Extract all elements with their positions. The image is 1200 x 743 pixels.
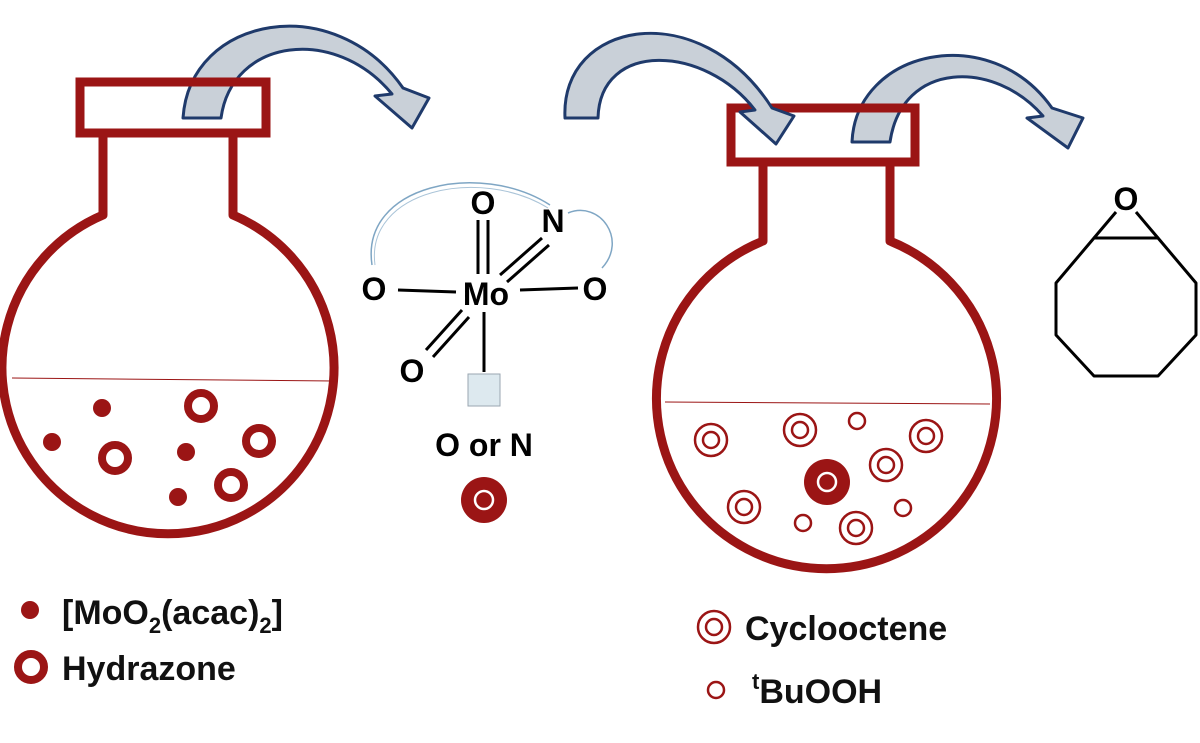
moo2-particle: [177, 443, 195, 461]
left-flask-liquid-line: [11, 377, 335, 382]
curved-arrow-to-epoxide: [850, 53, 1085, 150]
hydrazone-particle: [98, 441, 132, 475]
epoxide-oxygen: O: [1114, 181, 1139, 217]
tbuooh-particle: [793, 513, 813, 533]
left-flask: [0, 133, 339, 539]
bond-mo-o-left: [397, 288, 457, 294]
hydrazone-particle: [184, 389, 218, 423]
bond-mo-o-bottom-a: [424, 308, 464, 352]
hydrazone-particle: [242, 424, 276, 458]
bond-mo-o-bottom-b: [431, 315, 471, 359]
right-flask-liquid-line: [664, 401, 991, 405]
vacant-site-label: O or N: [435, 427, 533, 463]
catalyst-particle: [804, 459, 850, 505]
left-flask-stopper: [75, 77, 271, 138]
right-flask-stopper: [726, 103, 920, 167]
epoxide-bond-left: [1092, 211, 1118, 239]
cyclooctene-oxide: O: [1054, 181, 1198, 378]
cyclooctene-particle: [868, 447, 904, 483]
legend-cyclooctene-symbol: [696, 609, 732, 645]
legend-tbuooh-label: tBuOOH: [752, 669, 882, 711]
atom-o-left: O: [362, 271, 387, 307]
cyclooctene-particle: [782, 412, 818, 448]
tbuooh-particle: [847, 411, 867, 431]
right-flask: [652, 162, 1001, 574]
atom-mo: Mo: [463, 276, 509, 312]
legend-moo2-symbol: [21, 601, 39, 619]
bond-mo-n-b: [506, 243, 550, 284]
mo-complex: Mo O N O O O O or N: [362, 182, 613, 523]
atom-o-right: O: [583, 271, 608, 307]
curved-arrow-to-complex: [181, 24, 431, 130]
catalyst-symbol: [461, 477, 507, 523]
legend-tbuooh-symbol: [706, 680, 726, 700]
moo2-particle: [169, 488, 187, 506]
bond-mo-o-right: [519, 286, 579, 292]
bond-mo-n-a: [499, 236, 543, 277]
chelate-arc-right: [567, 209, 613, 269]
atom-o-top: O: [471, 185, 496, 221]
legend-cyclooctene-label: Cyclooctene: [745, 610, 947, 648]
cyclooctane-ring: [1054, 236, 1198, 378]
left-flask-body: [0, 133, 339, 539]
vacant-site-box: [467, 373, 501, 407]
tbuooh-particle: [893, 498, 913, 518]
legend-hydrazone-symbol: [14, 650, 48, 684]
legend-right: Cyclooctene tBuOOH: [696, 609, 947, 711]
legend-hydrazone-label: Hydrazone: [62, 650, 236, 688]
legend-left: [MoO2(acac)2] Hydrazone: [14, 594, 283, 688]
cyclooctene-particle: [693, 422, 729, 458]
legend-moo2-label: [MoO2(acac)2]: [62, 594, 283, 638]
hydrazone-particle: [214, 468, 248, 502]
chelate-arc-left: [370, 182, 551, 266]
chelate-arc-left-inner: [373, 187, 549, 266]
cyclooctene-particle: [908, 418, 944, 454]
atom-n: N: [541, 203, 564, 239]
curved-arrow-into-flask: [563, 31, 796, 146]
cyclooctene-particle: [838, 510, 874, 546]
atom-o-bottom: O: [400, 353, 425, 389]
cyclooctene-particle: [726, 489, 762, 525]
moo2-particle: [43, 433, 61, 451]
right-flask-body: [652, 162, 1001, 574]
epoxide-bond-right: [1134, 211, 1160, 239]
moo2-particle: [93, 399, 111, 417]
